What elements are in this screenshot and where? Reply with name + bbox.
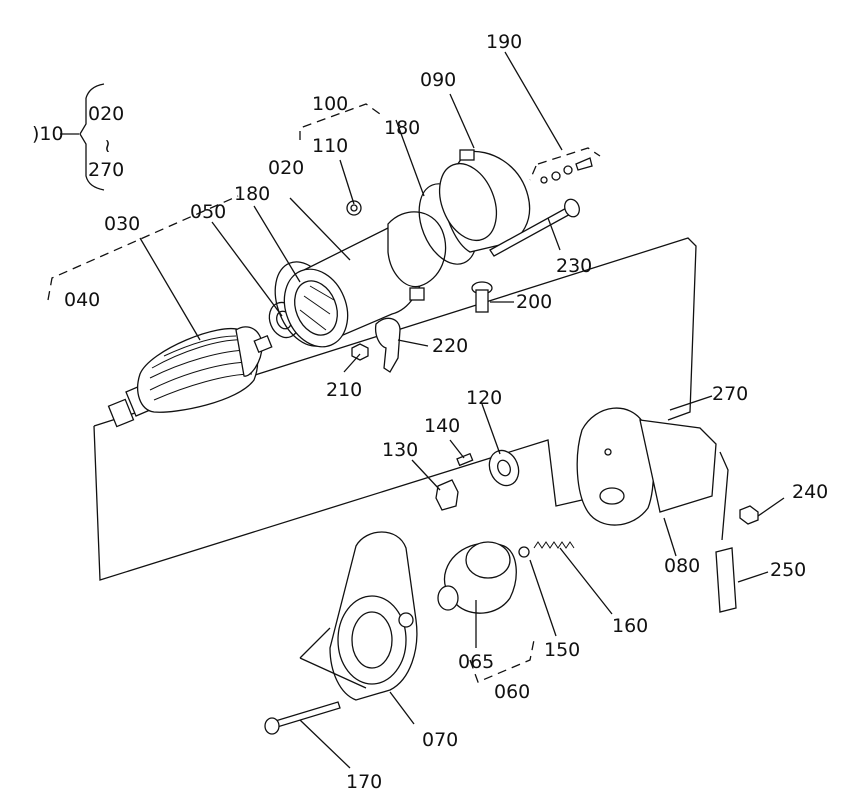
label-110: 110 bbox=[312, 135, 348, 157]
nut-240 bbox=[739, 505, 759, 525]
group-100-bracket bbox=[299, 103, 381, 140]
lever-220 bbox=[374, 317, 401, 373]
label-140: 140 bbox=[424, 415, 460, 437]
label-100: 100 bbox=[312, 93, 348, 115]
callout-labels: )10 020 ≀ 270 100 180 090 190 110 020 03… bbox=[32, 31, 828, 793]
label-010: )10 bbox=[32, 123, 64, 145]
group-190-bracket bbox=[529, 147, 601, 181]
label-210: 210 bbox=[326, 379, 362, 401]
label-200: 200 bbox=[516, 291, 552, 313]
gear-120 bbox=[488, 449, 520, 487]
label-050: 050 bbox=[190, 201, 226, 223]
label-160: 160 bbox=[612, 615, 648, 637]
label-080: 080 bbox=[664, 555, 700, 577]
label-030: 030 bbox=[104, 213, 140, 235]
assembly-brace-010 bbox=[60, 83, 105, 191]
bolt-170 bbox=[264, 701, 341, 735]
armature-040 bbox=[107, 326, 273, 428]
label-130: 130 bbox=[382, 439, 418, 461]
label-230: 230 bbox=[556, 255, 592, 277]
ball-150 bbox=[518, 546, 530, 558]
label-150: 150 bbox=[544, 639, 580, 661]
label-240: 240 bbox=[792, 481, 828, 503]
pin-140 bbox=[456, 452, 474, 467]
label-270-range-end: 270 bbox=[88, 159, 124, 181]
nut-210 bbox=[351, 343, 369, 361]
magnetic-switch-080 bbox=[576, 407, 717, 526]
housing-070-leader bbox=[299, 627, 367, 689]
leader-lines bbox=[139, 51, 785, 769]
through-bolt-230 bbox=[489, 198, 580, 257]
label-020: 020 bbox=[268, 157, 304, 179]
label-range-tilde: ≀ bbox=[104, 135, 111, 157]
label-170: 170 bbox=[346, 771, 382, 793]
drive-housing-070 bbox=[329, 531, 418, 701]
label-020-range-start: 020 bbox=[88, 103, 124, 125]
label-065: 065 bbox=[458, 651, 494, 673]
label-270: 270 bbox=[712, 383, 748, 405]
group-060-bracket bbox=[469, 639, 535, 683]
label-060: 060 bbox=[494, 681, 530, 703]
label-040: 040 bbox=[64, 289, 100, 311]
label-120: 120 bbox=[466, 387, 502, 409]
brush-holder-100 bbox=[346, 200, 447, 301]
screw-200 bbox=[471, 281, 493, 313]
label-220: 220 bbox=[432, 335, 468, 357]
screw-set-190 bbox=[540, 157, 593, 184]
lead-wire-270 bbox=[715, 451, 737, 613]
end-frame-090 bbox=[438, 149, 531, 253]
retainer-130 bbox=[435, 479, 459, 511]
clutch-065 bbox=[437, 541, 517, 614]
label-090: 090 bbox=[420, 69, 456, 91]
label-190: 190 bbox=[486, 31, 522, 53]
group-frame-lines bbox=[47, 195, 697, 581]
label-180-upper: 180 bbox=[384, 117, 420, 139]
label-180-lower: 180 bbox=[234, 183, 270, 205]
label-250: 250 bbox=[770, 559, 806, 581]
label-070: 070 bbox=[422, 729, 458, 751]
spring-160 bbox=[533, 541, 575, 549]
